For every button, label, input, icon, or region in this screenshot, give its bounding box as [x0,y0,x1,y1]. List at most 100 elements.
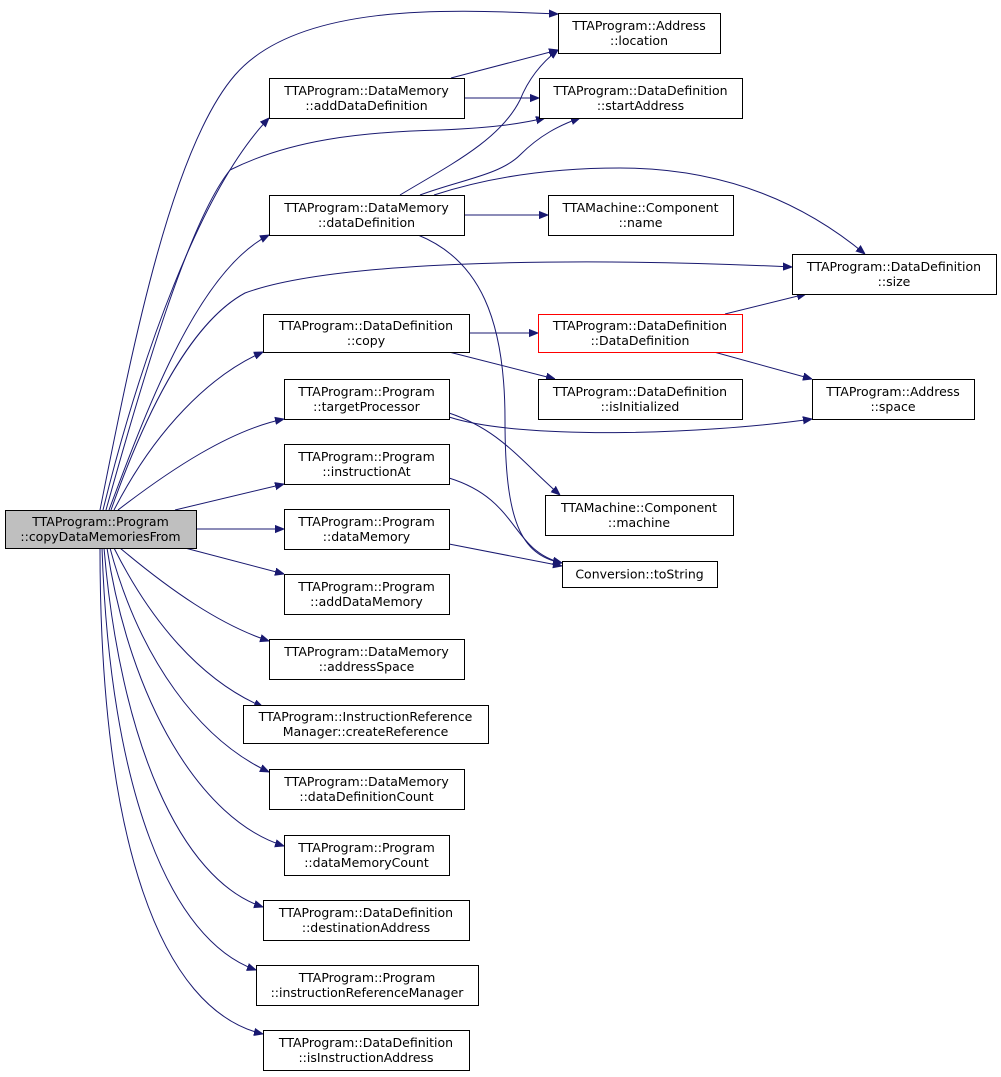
node-dd_copy[interactable]: TTAProgram::DataDefinition::copy [263,314,470,353]
node-label-line: ::addDataMemory [310,594,423,609]
node-label-line: ::startAddress [597,98,684,113]
node-label-line: TTAProgram::DataMemory [283,200,449,215]
node-dm_addrspace[interactable]: TTAProgram::DataMemory::addressSpace [269,639,465,680]
node-label-line: ::dataDefinition [318,215,415,230]
node-label-line: TTAProgram::Program [297,514,435,529]
edge-root-to-dd_size [110,261,792,511]
node-root[interactable]: TTAProgram::Program::copyDataMemoriesFro… [5,510,197,549]
node-comp_machine[interactable]: TTAMachine::Component::machine [545,495,734,536]
edge-root-to-dd_dest [103,547,263,907]
node-label-line: ::location [610,33,668,48]
edge-root-to-prog_irm [101,547,256,970]
node-label-line: TTAProgram::Program [31,514,169,529]
node-prog_dmcount[interactable]: TTAProgram::Program::dataMemoryCount [284,835,450,876]
edge-root-to-prog_dmcount [106,547,284,846]
edge-root-to-dm_addrspace [119,547,269,641]
node-label-line: TTAProgram::Program [297,449,435,464]
node-label-line: ::targetProcessor [313,399,420,414]
edge-root-to-prog_adddm [184,547,284,574]
node-label-line: ::isInitialized [601,399,680,414]
node-box [558,13,721,54]
edge-root-to-prog_instrat [174,484,284,511]
edge-dm_dd-to-dd_size [433,167,865,254]
node-label-line: ::dataMemoryCount [304,855,429,870]
node-box [792,254,997,295]
edge-prog_dm-to-conv_tostring [448,543,562,566]
edge-dm_dd-to-dd_start [419,118,580,196]
node-dd_dest[interactable]: TTAProgram::DataDefinition::destinationA… [263,900,470,941]
node-dm_ddcount[interactable]: TTAProgram::DataMemory::dataDefinitionCo… [269,769,465,810]
node-box [284,835,450,876]
node-box [284,574,450,615]
node-box [269,195,465,236]
node-prog_target[interactable]: TTAProgram::Program::targetProcessor [284,379,450,420]
node-dm_dd[interactable]: TTAProgram::DataMemory::dataDefinition [269,195,465,236]
node-label-line: Manager::createReference [283,724,449,739]
node-label-line: TTAProgram::Address [571,18,706,33]
node-box [562,561,718,588]
node-box [545,495,734,536]
edge-root-to-dm_ddcount [109,547,269,772]
node-dd_start[interactable]: TTAProgram::DataDefinition::startAddress [539,78,743,119]
node-label-line: ::space [870,399,915,414]
node-label-line: TTAProgram::DataDefinition [552,83,727,98]
node-box [243,705,489,744]
node-label-line: TTAProgram::DataMemory [283,774,449,789]
edge-prog_instrat-to-conv_tostring [448,477,562,563]
node-label-line: ::addressSpace [319,659,415,674]
node-label-line: TTAProgram::DataDefinition [278,905,453,920]
node-label-line: ::DataDefinition [591,333,690,348]
edge-root-to-irm_create [113,547,263,707]
edges-layer [99,11,865,1034]
node-box [269,639,465,680]
node-conv_tostring[interactable]: Conversion::toString [562,561,718,588]
node-label-line: ::addDataDefinition [305,98,427,113]
node-box [263,900,470,941]
node-label-line: TTAProgram::DataDefinition [278,318,453,333]
node-label-line: TTAProgram::DataMemory [283,644,449,659]
node-label-line: TTAProgram::DataDefinition [552,384,727,399]
node-addr_space[interactable]: TTAProgram::Address::space [812,379,975,420]
node-label-line: ::copyDataMemoriesFrom [20,529,180,544]
node-label-line: TTAProgram::DataMemory [283,83,449,98]
edge-dm_dd-to-addr_location [399,50,558,196]
node-label-line: ::dataMemory [323,529,411,544]
node-comp_name[interactable]: TTAMachine::Component::name [548,195,734,236]
edge-root-to-dd_isinstr [99,547,263,1034]
edge-dd_copy-to-dd_isinit [448,351,555,379]
node-dd_isinstr[interactable]: TTAProgram::DataDefinition::isInstructio… [263,1030,470,1071]
edge-root-to-dd_start [105,118,545,511]
node-box [5,510,197,549]
node-box [548,195,734,236]
node-label-line: ::dataDefinitionCount [299,789,433,804]
node-label-line: TTAMachine::Component [560,500,717,515]
node-label-line: ::instructionReferenceManager [271,985,465,1000]
node-box [269,769,465,810]
node-prog_irm[interactable]: TTAProgram::Program::instructionReferenc… [256,965,479,1006]
node-label-line: ::name [619,215,663,230]
node-dm_add[interactable]: TTAProgram::DataMemory::addDataDefinitio… [269,78,465,119]
node-label-line: TTAMachine::Component [562,200,719,215]
node-dd_isinit[interactable]: TTAProgram::DataDefinition::isInitialize… [538,379,743,420]
node-addr_location[interactable]: TTAProgram::Address::location [558,13,721,54]
node-label-line: ::size [878,274,911,289]
node-box [263,1030,470,1071]
edge-dm_dd-to-conv_tostring [417,234,562,563]
node-label-line: Conversion::toString [575,567,703,582]
edge-dd_ctor-to-dd_size [724,294,806,315]
node-prog_instrat[interactable]: TTAProgram::Program::instructionAt [284,444,450,485]
node-label-line: ::instructionAt [322,464,410,479]
node-label-line: ::isInstructionAddress [298,1050,433,1065]
node-label-line: TTAProgram::DataDefinition [552,318,727,333]
node-box [269,78,465,119]
node-irm_create[interactable]: TTAProgram::InstructionReferenceManager:… [243,705,489,744]
node-dd_size[interactable]: TTAProgram::DataDefinition::size [792,254,997,295]
edge-root-to-prog_target [117,419,284,511]
node-dd_ctor[interactable]: TTAProgram::DataDefinition::DataDefiniti… [538,314,743,353]
node-label-line: TTAProgram::Program [297,384,435,399]
node-prog_dm[interactable]: TTAProgram::Program::dataMemory [284,509,450,550]
node-label-line: ::machine [608,515,670,530]
node-prog_adddm[interactable]: TTAProgram::Program::addDataMemory [284,574,450,615]
node-box [538,314,743,353]
